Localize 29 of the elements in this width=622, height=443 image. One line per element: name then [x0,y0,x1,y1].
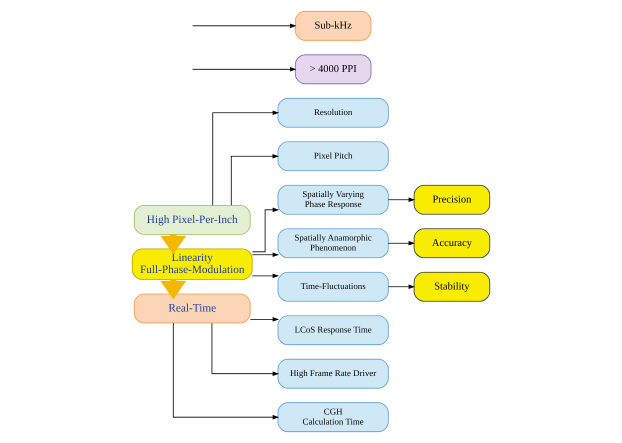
node-box: CGH Calculation Time [278,402,389,432]
arrow [388,240,416,246]
node-box: High Pixel-Per-Inch [134,205,251,235]
node-box: Real-Time [134,294,251,324]
node-box: > 4000 PPI [294,54,372,84]
arrow [230,154,279,206]
arrow [172,322,280,420]
node-box: Linearity Full-Phase-Modulation [132,248,253,280]
node-box: Precision [414,184,490,215]
arrow [212,322,280,376]
arrow [212,110,280,206]
arrow [388,284,416,289]
node-box: Accuracy [414,228,490,258]
node-box: LCoS Response Time [278,315,389,346]
arrow [252,208,280,252]
node-box: Time-Fluctuations [278,272,389,302]
node-box: Spatially Anamorphic Phenomenon [278,228,389,258]
arrow [252,252,280,258]
arrow [388,198,416,202]
node-box: Resolution [278,98,389,128]
node-box: Stability [414,272,490,302]
node-box: Sub-kHz [294,10,372,41]
arrow [192,67,296,72]
arrow [252,274,280,278]
arrow [250,317,280,322]
arrow [192,24,296,28]
node-box: High Frame Rate Driver [278,358,389,389]
node-box: Pixel Pitch [278,141,389,172]
node-box: Spatially Varying Phase Response [278,184,389,215]
